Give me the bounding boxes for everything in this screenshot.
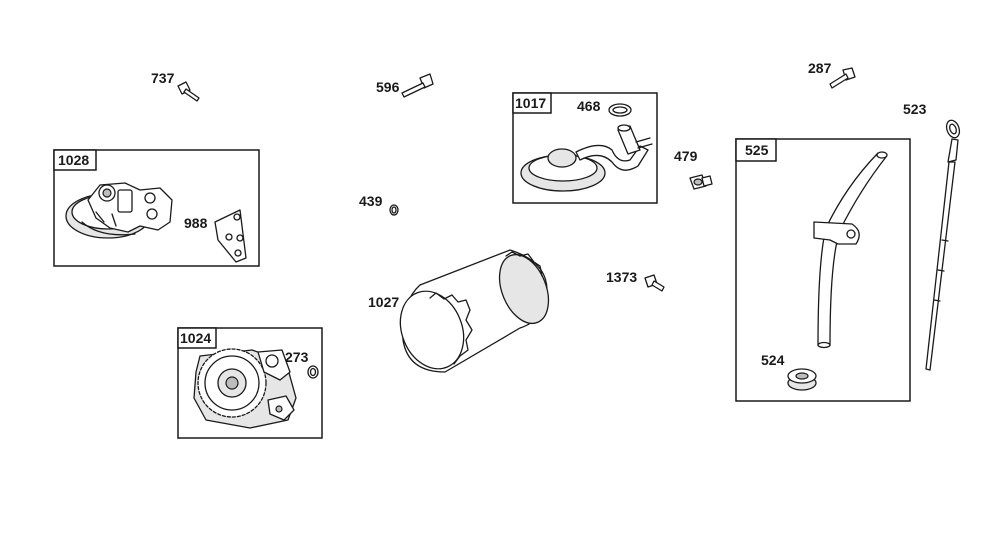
group-1017-tag	[512, 92, 552, 114]
group-525-label: 525	[745, 142, 769, 158]
part-273-label: 273	[285, 349, 309, 365]
group-1028-tag	[53, 149, 97, 171]
part-479-label: 479	[674, 148, 698, 164]
dipstick-523-part[interactable]	[925, 118, 962, 371]
part-988-label: 988	[184, 215, 208, 231]
group-525[interactable]: 525 524	[735, 138, 911, 402]
group-1024[interactable]: 1024 273	[177, 327, 323, 439]
part-1373-label: 1373	[606, 269, 637, 285]
part-737-label: 737	[151, 70, 175, 86]
group-1028[interactable]: 1028 988	[53, 149, 260, 267]
gasket-988-part[interactable]	[214, 209, 247, 263]
bolt-287-part[interactable]	[829, 67, 856, 89]
group-1024-frame	[177, 327, 323, 439]
bolt-1373-part[interactable]	[644, 274, 665, 292]
bolt-737-part[interactable]	[177, 81, 200, 102]
oil-filter-1027-part[interactable]	[389, 247, 558, 378]
group-1024-label: 1024	[180, 330, 211, 346]
o-ring-273-part[interactable]	[307, 365, 319, 379]
part-287-label: 287	[808, 60, 832, 76]
o-ring-439-part[interactable]	[389, 204, 399, 216]
group-1024-tag	[177, 327, 217, 349]
part-524-label: 524	[761, 352, 785, 368]
part-596-label: 596	[376, 79, 400, 95]
group-525-tag	[735, 138, 777, 162]
group-1028-label: 1028	[58, 152, 89, 168]
group-1017[interactable]: 1017 468	[512, 92, 658, 204]
seal-524-part[interactable]	[787, 368, 817, 391]
bolt-596-part[interactable]	[401, 73, 434, 98]
o-ring-468-part[interactable]	[608, 103, 632, 117]
group-525-frame	[735, 138, 911, 402]
part-1027-label: 1027	[368, 294, 399, 310]
part-523-label: 523	[903, 101, 927, 117]
part-439-label: 439	[359, 193, 383, 209]
oil-pump-housing-part[interactable]	[65, 182, 173, 239]
part-468-label: 468	[577, 98, 601, 114]
oil-pickup-part[interactable]	[520, 124, 653, 192]
fitting-479-part[interactable]	[689, 174, 713, 190]
dipstick-tube-part[interactable]	[813, 151, 888, 349]
oil-pump-gear-part[interactable]	[193, 348, 297, 429]
group-1028-frame	[53, 149, 260, 267]
group-1017-label: 1017	[515, 95, 546, 111]
group-1017-frame	[512, 92, 658, 204]
